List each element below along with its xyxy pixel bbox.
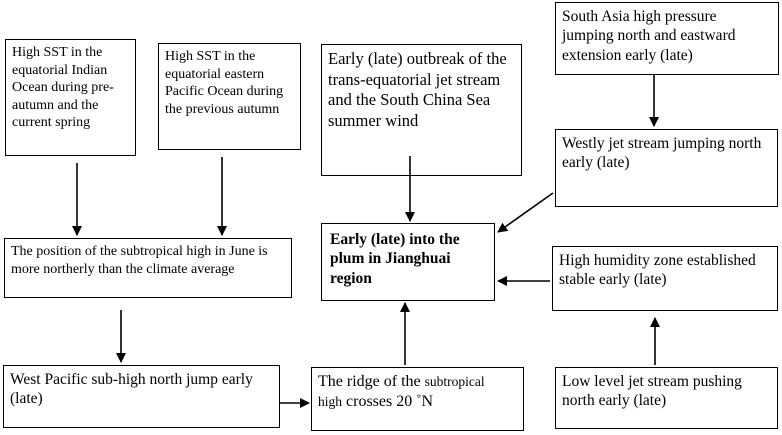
ridge-text-2: crosses 20 ˚N (346, 393, 434, 410)
westly-jet-node: Westly jet stream jumping north early (l… (555, 129, 778, 207)
plum-rain-node: Early (late) into the plum in Jianghuai … (321, 223, 495, 301)
westly-jet-text: Westly jet stream jumping north early (l… (562, 135, 762, 172)
humidity-zone-text: High humidity zone established stable ea… (559, 252, 756, 289)
ridge-crossing-node: The ridge of the subtropical high crosse… (311, 367, 524, 431)
pacific-sst-node: High SST in the equatorial eastern Pacif… (158, 43, 301, 150)
pacific-sst-text: High SST in the equatorial eastern Pacif… (165, 49, 284, 117)
plum-rain-text: Early (late) into the plum in Jianghuai … (330, 231, 460, 287)
low-level-jet-text: Low level jet stream pushing north early… (562, 373, 742, 410)
humidity-zone-node: High humidity zone established stable ea… (552, 246, 778, 311)
south-asia-high-text: South Asia high pressure jumping north a… (562, 8, 736, 64)
indian-ocean-sst-text: High SST in the equatorial Indian Ocean … (12, 45, 114, 130)
indian-ocean-sst-node: High SST in the equatorial Indian Ocean … (5, 39, 136, 156)
subtropical-position-node: The position of the subtropical high in … (4, 238, 292, 298)
ridge-text-1: The ridge of the (318, 373, 421, 390)
subtropical-position-text: The position of the subtropical high in … (11, 244, 268, 277)
jet-outbreak-node: Early (late) outbreak of the trans-equat… (321, 44, 522, 176)
ridge-text-2-small: high (318, 394, 343, 409)
ridge-text-1-small: subtropical (424, 374, 485, 389)
west-pacific-jump-text: West Pacific sub-high north jump early (… (10, 371, 253, 408)
west-pacific-jump-node: West Pacific sub-high north jump early (… (3, 365, 280, 428)
south-asia-high-node: South Asia high pressure jumping north a… (555, 2, 779, 75)
arrow-westly-to-plum (497, 192, 554, 233)
low-level-jet-node: Low level jet stream pushing north early… (555, 367, 778, 429)
jet-outbreak-text: Early (late) outbreak of the trans-equat… (328, 49, 507, 130)
